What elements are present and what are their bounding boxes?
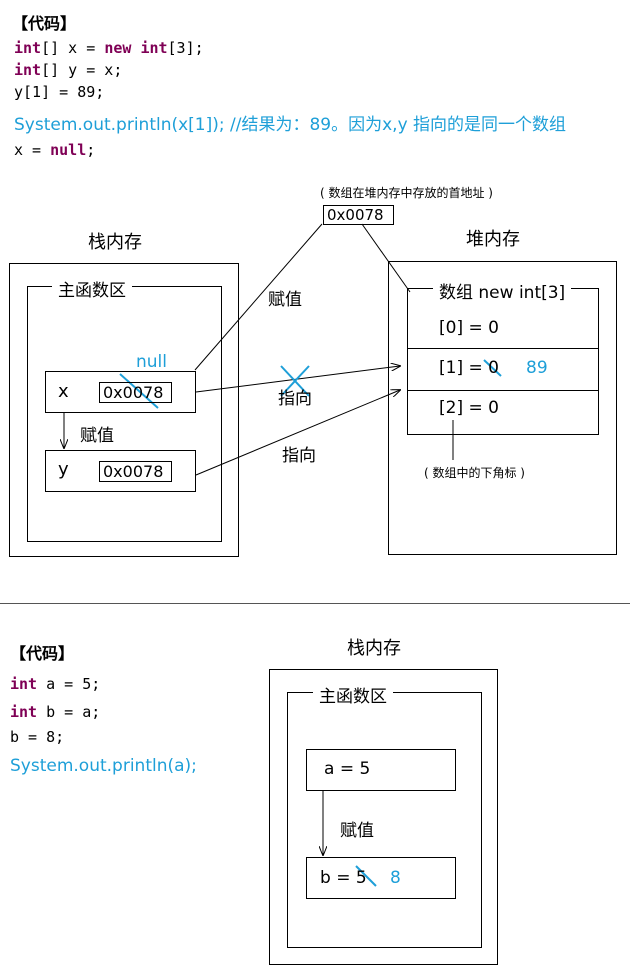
assign-label-xy: 赋值 (80, 426, 114, 446)
println-line-1: System.out.println(x[1]); //结果为：89。因为x,y… (14, 115, 567, 135)
code2-line-2: int b = a; (10, 703, 101, 721)
diagram-lines-1 (0, 223, 502, 476)
section-divider (0, 603, 630, 604)
point-label-x: 指向 (278, 389, 312, 409)
assign-label-address: 赋值 (268, 290, 302, 310)
heap-title: 堆内存 (466, 229, 520, 250)
var-y-label: y (58, 459, 69, 480)
var-b-box: b = 5 8 (306, 857, 456, 899)
code-header-1: 【代码】 (12, 14, 77, 33)
array-cell-1-new: 89 (526, 358, 548, 378)
code-header-2: 【代码】 (10, 644, 75, 663)
var-a-box: a = 5 (306, 749, 456, 791)
main-area-label: 主函数区 (52, 276, 132, 301)
index-note: ( 数组中的下角标 ) (424, 466, 525, 480)
var-b-label: b = 5 (320, 868, 367, 888)
array-cell-1: [1] = 0 (439, 358, 499, 378)
code2-line-1: int a = 5; (10, 675, 101, 693)
code-line-1: int[] x = new int[3]; (14, 39, 204, 57)
main-area-label-2: 主函数区 (313, 682, 393, 707)
address-box: 0x0078 (323, 205, 394, 225)
var-y-box: y 0x0078 (45, 450, 196, 492)
var-b-new: 8 (390, 868, 401, 888)
println-line-2: System.out.println(a); (10, 756, 197, 776)
array-divider-2 (407, 390, 599, 391)
var-x-address: 0x0078 (99, 382, 172, 403)
array-cell-2: [2] = 0 (439, 398, 499, 418)
code-line-null: x = null; (14, 141, 96, 159)
stack-memory-box-2 (269, 669, 498, 965)
array-cell-0: [0] = 0 (439, 318, 499, 338)
point-label-y: 指向 (282, 446, 316, 466)
heap-memory-box (388, 261, 617, 555)
code2-line-3: b = 8; (10, 728, 65, 746)
stack-title-2: 栈内存 (347, 638, 401, 659)
var-y-address: 0x0078 (99, 461, 172, 482)
assign-label-ab: 赋值 (340, 821, 374, 841)
var-a-label: a = 5 (324, 759, 371, 779)
array-divider-1 (407, 348, 599, 349)
array-title: 数组 new int[3] (433, 278, 572, 303)
stack-memory-box (9, 263, 239, 557)
stack-title-1: 栈内存 (88, 232, 142, 253)
address-note: ( 数组在堆内存中存放的首地址 ) (320, 186, 493, 200)
var-x-null: null (136, 352, 167, 372)
var-x-box: x 0x0078 (45, 371, 196, 413)
code-line-2: int[] y = x; (14, 61, 123, 79)
code-line-3: y[1] = 89; (14, 83, 105, 101)
var-x-label: x (58, 381, 69, 402)
